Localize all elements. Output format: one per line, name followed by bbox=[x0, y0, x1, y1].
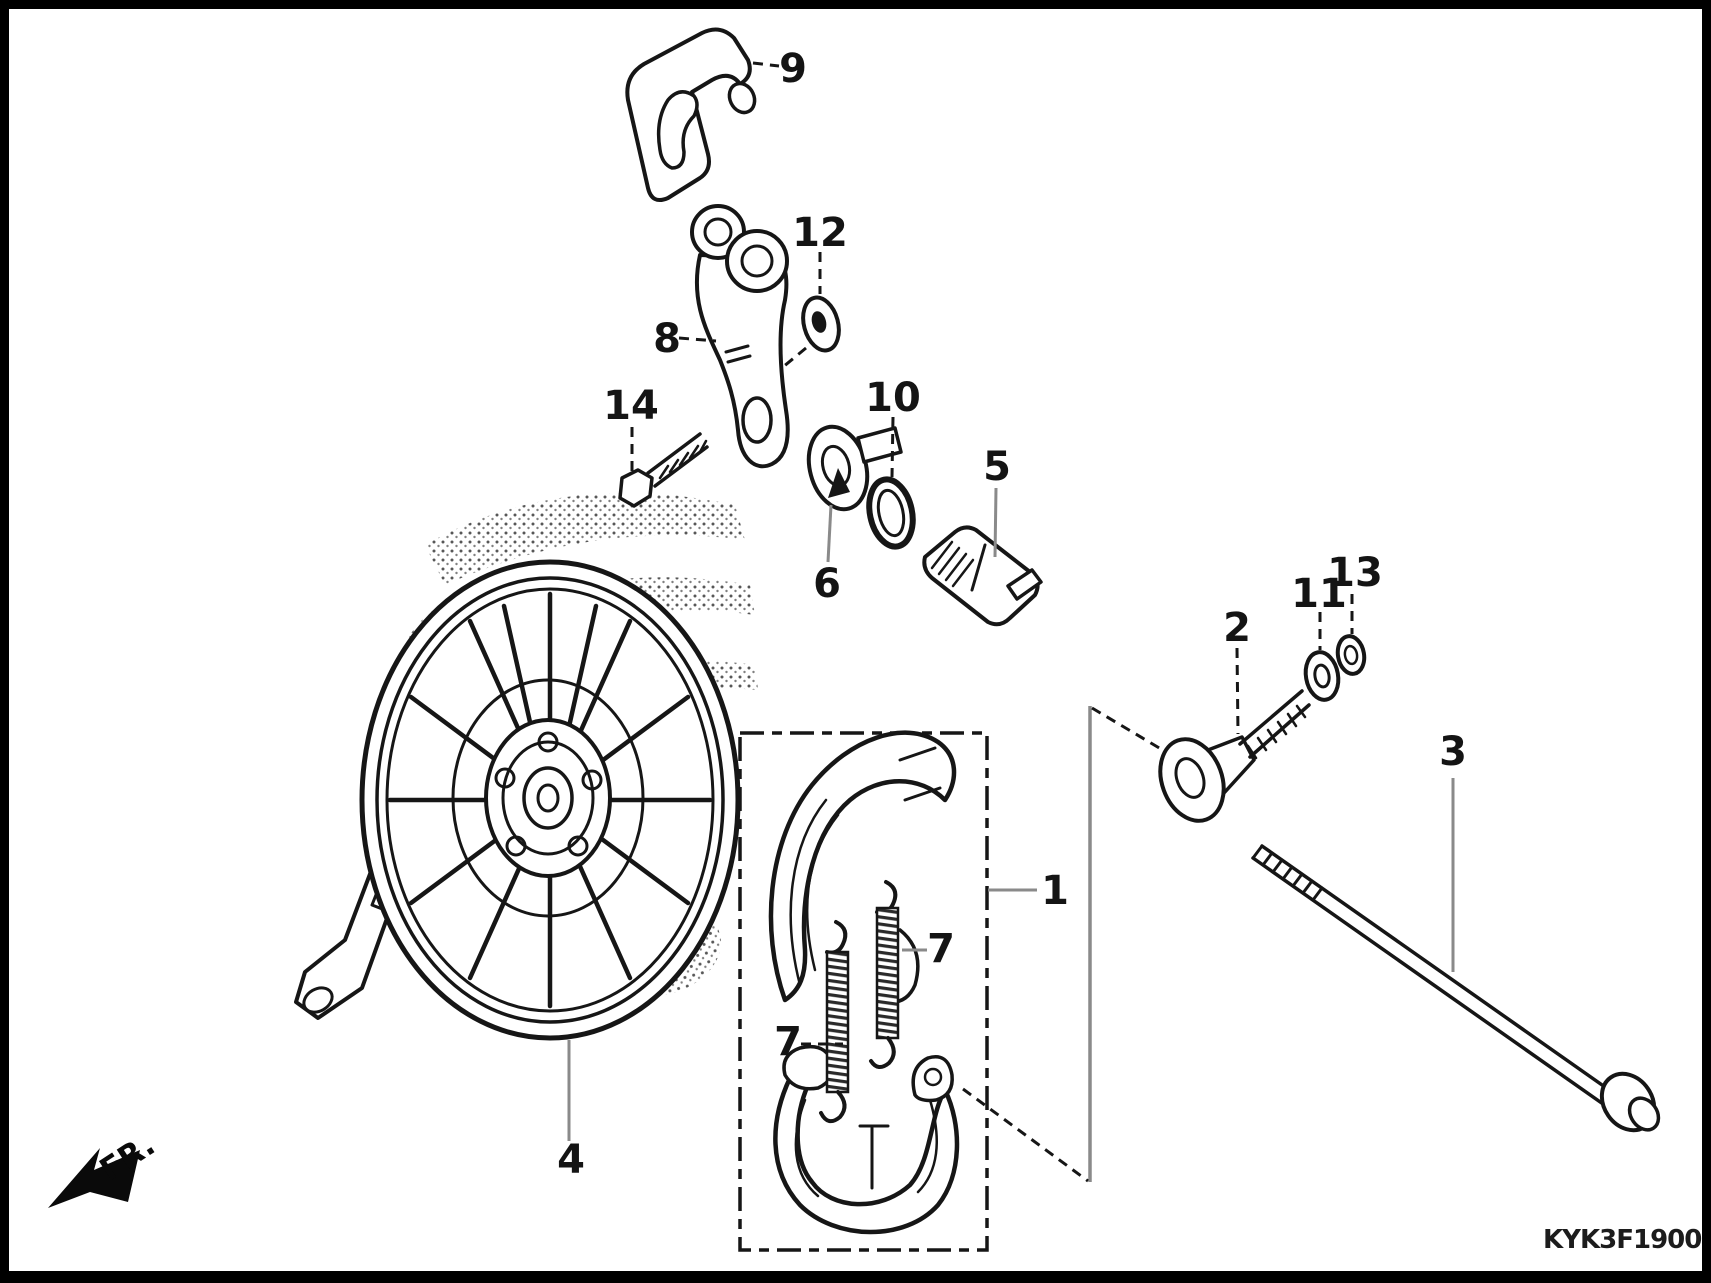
spring-right-drawing bbox=[869, 880, 900, 1069]
part-label-12: 12 bbox=[792, 210, 848, 256]
part-label-4: 4 bbox=[557, 1137, 585, 1183]
part-label-6: 6 bbox=[813, 561, 841, 607]
arm-nut-drawing bbox=[801, 295, 841, 353]
part-label-10: 10 bbox=[865, 375, 921, 421]
arm-bolt-drawing bbox=[618, 432, 709, 508]
fr-direction-arrow: FR. bbox=[48, 1127, 161, 1208]
pointer-lines bbox=[962, 706, 1167, 1183]
part-label-7-upper: 7 bbox=[927, 926, 955, 972]
part-label-13: 13 bbox=[1327, 550, 1383, 596]
wheel-assembly-drawing bbox=[359, 559, 741, 1041]
part-label-11: 11 bbox=[1291, 571, 1347, 617]
part-label-9: 9 bbox=[779, 46, 807, 92]
part-label-1: 1 bbox=[1041, 868, 1069, 914]
part-label-2: 2 bbox=[1223, 605, 1251, 651]
diagram-code: KYK3F1900 bbox=[1543, 1225, 1701, 1255]
leader-lines bbox=[567, 61, 1455, 1141]
adjuster-rod-drawing bbox=[1158, 689, 1311, 823]
part-label-5: 5 bbox=[983, 444, 1011, 490]
brake-shoe-set-box bbox=[738, 731, 989, 1252]
washer-drawing bbox=[1303, 650, 1341, 702]
part-label-3: 3 bbox=[1439, 729, 1467, 775]
part-label-8: 8 bbox=[653, 316, 681, 362]
brake-cam-drawing bbox=[922, 525, 1043, 627]
spring-left-drawing bbox=[819, 920, 850, 1124]
wheel-spokes bbox=[387, 591, 713, 1009]
axle-drawing bbox=[1251, 844, 1661, 1133]
adjuster-nut-drawing bbox=[1335, 634, 1367, 676]
brake-arm-drawing bbox=[690, 204, 790, 469]
rod-joint-drawing bbox=[625, 27, 757, 202]
indicator-plate-drawing bbox=[806, 424, 903, 512]
brake-shoe-lower-drawing bbox=[773, 1044, 960, 1235]
part-label-14: 14 bbox=[603, 383, 659, 429]
part-label-7-lower: 7 bbox=[774, 1019, 802, 1065]
cam-seal-drawing bbox=[866, 476, 916, 550]
